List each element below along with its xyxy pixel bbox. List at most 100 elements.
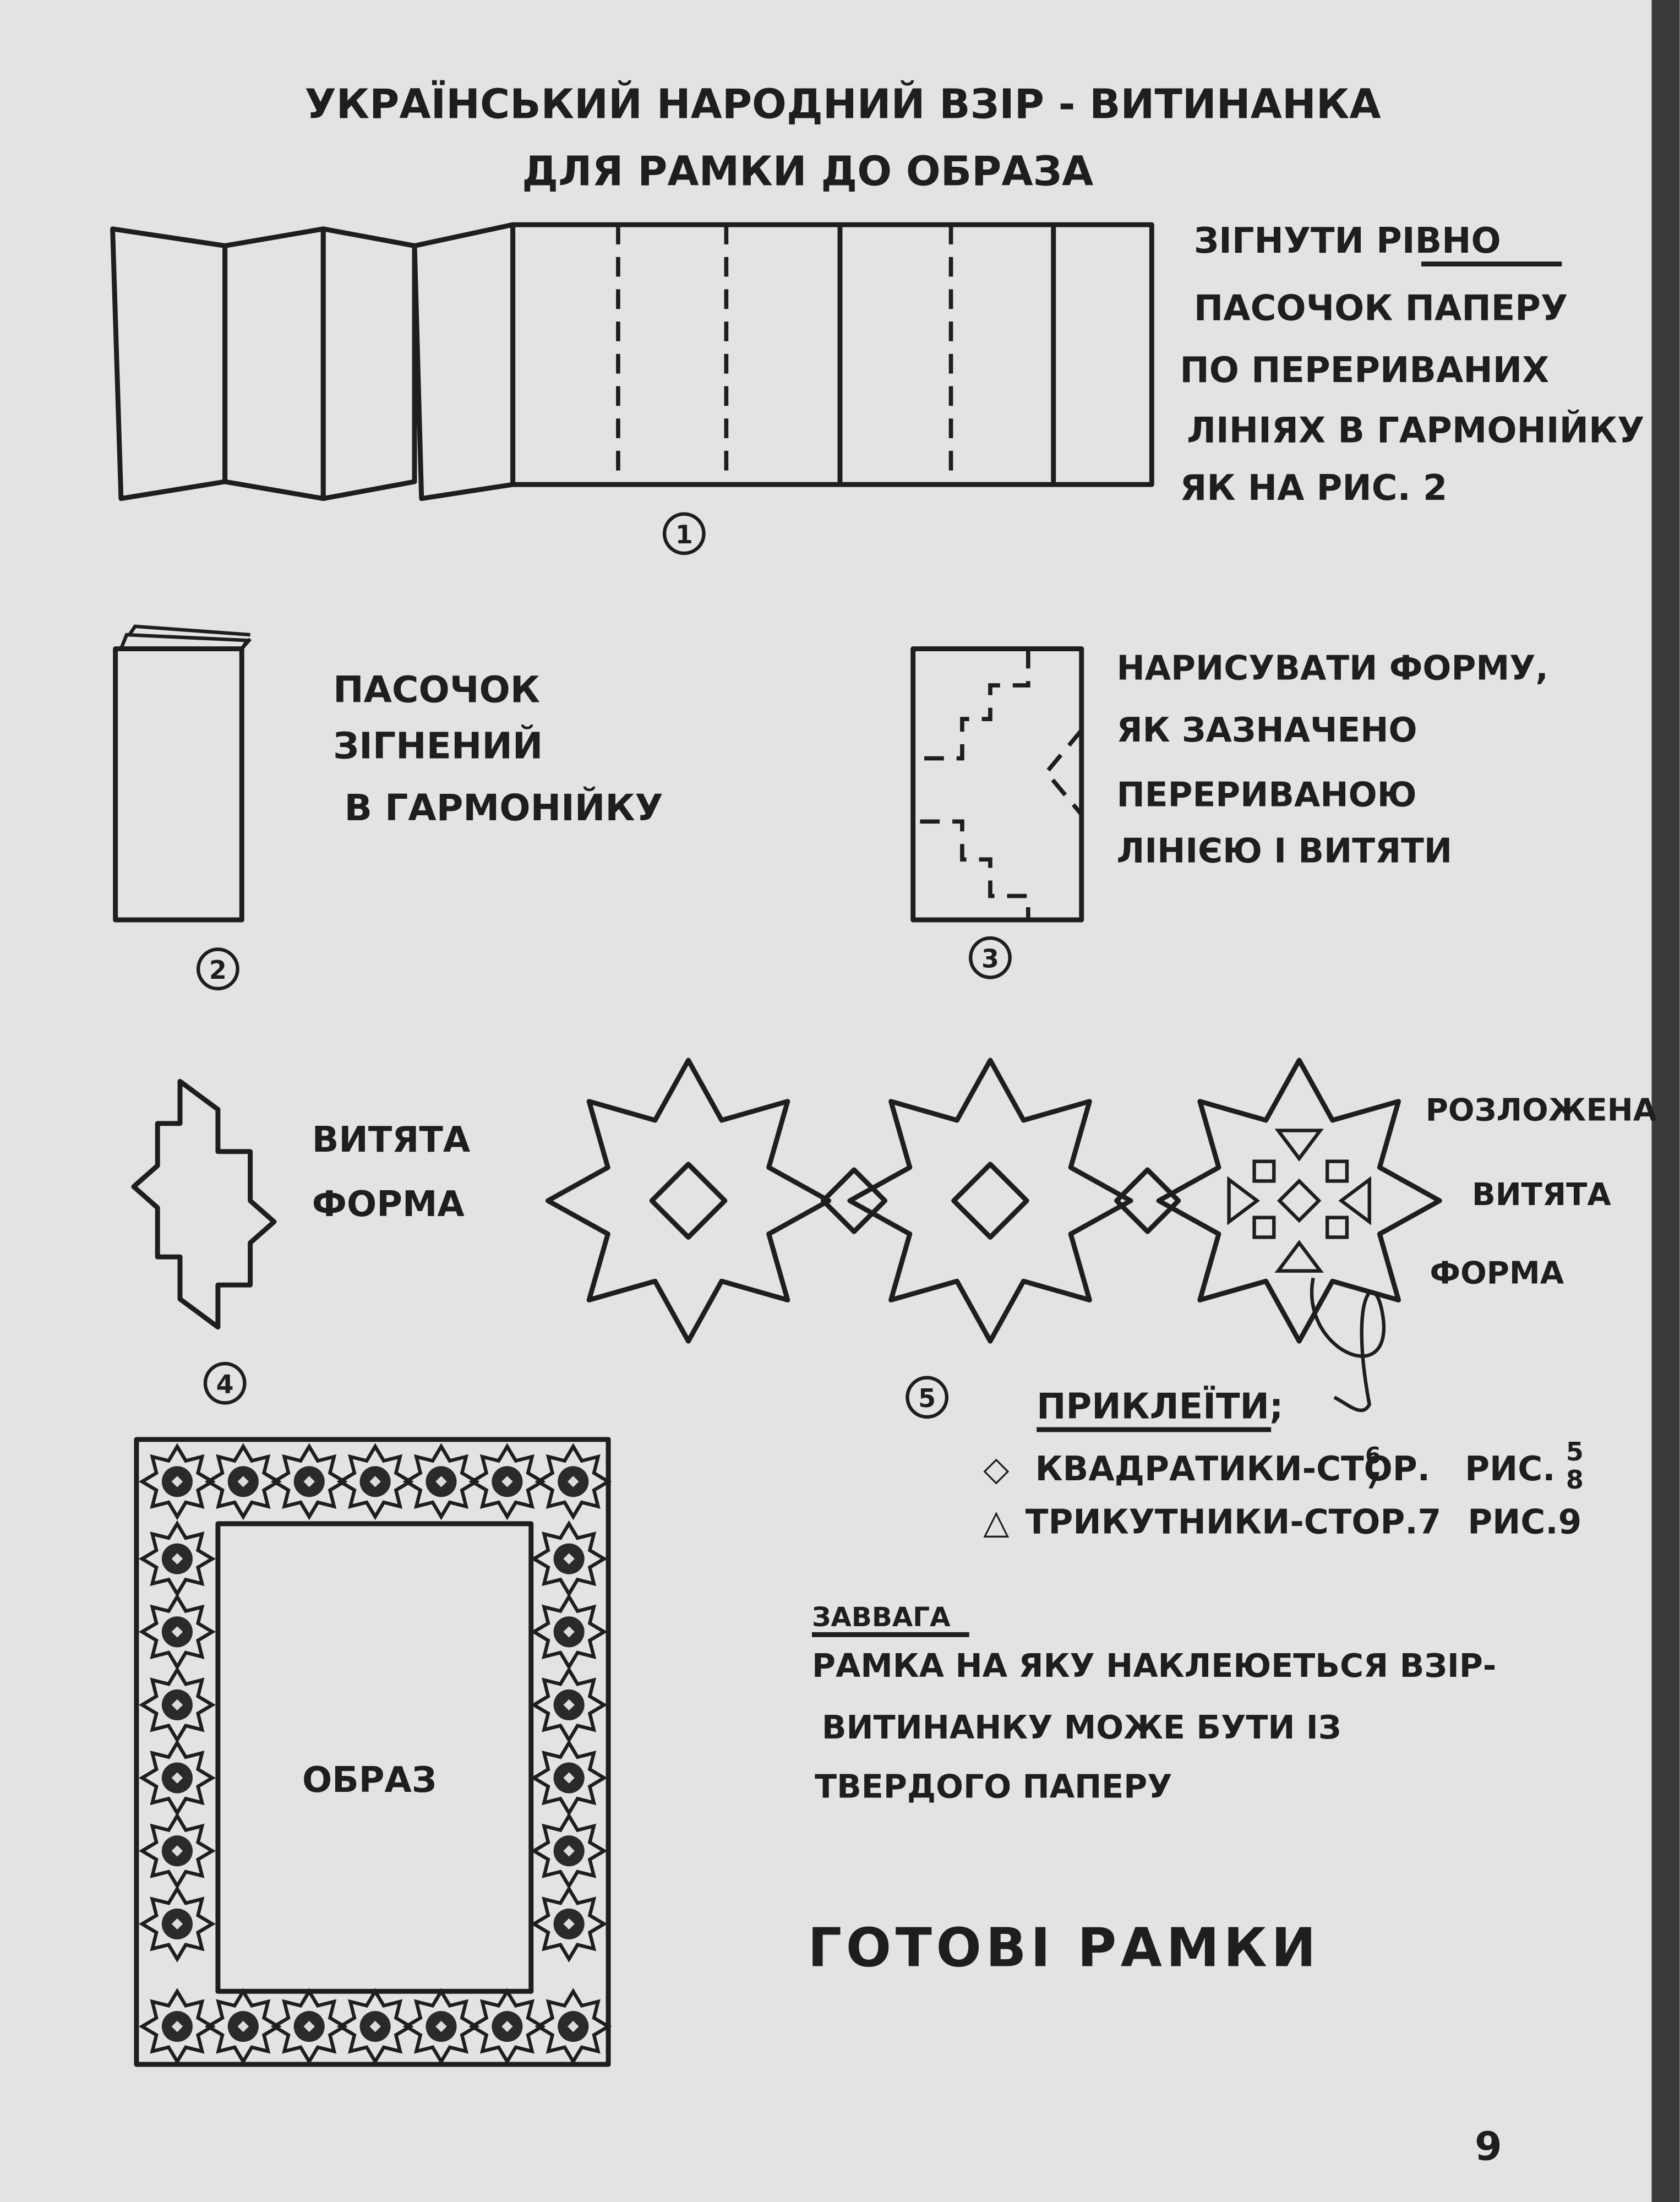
frame-star-ornament xyxy=(402,1988,480,2065)
figure-number-3: 3 xyxy=(969,936,1012,979)
page-edge-shadow xyxy=(1651,0,1680,2202)
step1-line: ПО ПЕРЕРИВАНИХ xyxy=(1180,350,1549,391)
diamond-cutout xyxy=(951,1162,1029,1240)
frame-star-ornament xyxy=(468,1443,546,1520)
frame-rosette-center xyxy=(171,1699,183,1711)
frame-rosette-center xyxy=(501,1476,513,1487)
frame-star-ornament xyxy=(336,1988,414,2065)
page-ref-bottom: 7 xyxy=(1365,1468,1381,1494)
figure-2-folded-strip xyxy=(113,624,252,923)
fig-ref-top: 5 xyxy=(1566,1437,1584,1467)
frame-star-ornament xyxy=(138,1988,216,2065)
figure-number: 4 xyxy=(216,1370,234,1399)
step5-line: РОЗЛОЖЕНА xyxy=(1426,1093,1657,1129)
frame-star-ornament xyxy=(336,1443,414,1520)
figure-number: 1 xyxy=(675,520,693,549)
frame-rosette-center xyxy=(563,1553,575,1565)
frame-rosette-center xyxy=(171,2020,183,2032)
step1-line: ЯК НА РИС. 2 xyxy=(1180,468,1447,509)
note-line: РАМКА НА ЯКУ НАКЛЕЮЕТЬСЯ ВЗІР- xyxy=(812,1647,1496,1685)
figure-number: 3 xyxy=(981,944,999,974)
star-cutout xyxy=(847,1058,1133,1344)
frame-rosette-center xyxy=(563,1699,575,1711)
frame-star-ornament xyxy=(138,1885,216,1963)
step5-line: ВИТЯТА xyxy=(1472,1177,1611,1213)
caption-ready-frames: ГОТОВІ РАМКИ xyxy=(808,1916,1320,1978)
frame-rosette-center xyxy=(237,1476,249,1487)
frame-rosette-center xyxy=(171,1476,183,1487)
frame-star-ornament xyxy=(468,1988,546,2065)
glue-item-squares: КВАДРАТИКИ-СТОР. xyxy=(1035,1449,1430,1489)
figure-number: 5 xyxy=(918,1383,936,1413)
figure-number-2: 2 xyxy=(196,947,239,991)
diamond-cutout xyxy=(820,1167,888,1234)
glue-item-triangle-symbol: △ xyxy=(983,1503,1009,1542)
title-line-2: ДЛЯ РАМКИ ДО ОБРАЗА xyxy=(522,148,1093,195)
fold-panel xyxy=(412,222,516,502)
glued-triangle xyxy=(1227,1176,1260,1225)
frame-rosette-center xyxy=(568,2020,579,2032)
frame-star-ornament xyxy=(270,1443,348,1520)
note-heading: ЗАВВАГА xyxy=(812,1602,951,1633)
frame-star-ornament xyxy=(534,1443,612,1520)
step2-line: ЗІГНЕНИЙ xyxy=(333,724,543,767)
page-number: 9 xyxy=(1475,2123,1502,2169)
page-ref-top: 6 xyxy=(1365,1442,1381,1469)
step2-line: ПАСОЧОК xyxy=(333,668,540,711)
frame-star-ornament xyxy=(402,1443,480,1520)
arrow-curve xyxy=(1310,1277,1386,1413)
frame-rosette-center xyxy=(171,1553,183,1565)
glued-triangle xyxy=(1274,1129,1324,1162)
frame-rosette-center xyxy=(303,1476,315,1487)
frame-rosette-center xyxy=(171,1772,183,1784)
title-line-1: УКРАЇНСЬКИЙ НАРОДНИЙ ВЗІР - ВИТИНАНКА xyxy=(305,79,1381,128)
circle-outline xyxy=(203,1361,247,1405)
glue-heading: ПРИКЛЕЇТИ; xyxy=(1037,1386,1283,1427)
frame-rosette-center xyxy=(563,1918,575,1930)
step3-line: ПЕРЕРИВАНОЮ xyxy=(1117,775,1417,814)
star-cutout xyxy=(1156,1058,1442,1344)
circle-outline xyxy=(662,512,706,555)
fig-ref-bottom: 8 xyxy=(1566,1465,1584,1495)
hatched-fold-panel xyxy=(110,226,228,502)
glued-square xyxy=(1277,1178,1322,1223)
frame-rosette-center xyxy=(563,1772,575,1784)
frame-rosette-center xyxy=(369,2020,381,2032)
step1-heading: ЗІГНУТИ РІВНО xyxy=(1194,221,1501,261)
step3-line: ЯК ЗАЗНАЧЕНО xyxy=(1117,711,1417,750)
note-line: ТВЕРДОГО ПАПЕРУ xyxy=(815,1768,1172,1805)
frame-rosette-center xyxy=(237,2020,249,2032)
frame-star-ornament xyxy=(204,1988,282,2065)
frame-rosette-center xyxy=(435,1476,447,1487)
figure-3-drawn-shape xyxy=(910,646,1084,923)
diamond-cutout xyxy=(649,1162,728,1240)
frame-rosette-center xyxy=(568,1476,579,1487)
step2-line: В ГАРМОНІЙКУ xyxy=(344,786,663,829)
figure-1-paper-strip xyxy=(110,222,1154,502)
glue-item-triangles: ТРИКУТНИКИ-СТОР.7 xyxy=(1026,1503,1441,1542)
frame-rosette-center xyxy=(171,1626,183,1638)
frame-rosette-center xyxy=(303,2020,315,2032)
frame-star-ornament xyxy=(138,1443,216,1520)
note-line: ВИТИНАНКУ МОЖЕ БУТИ ІЗ xyxy=(822,1709,1341,1746)
frame-rosette-center xyxy=(171,1845,183,1857)
hatched-fold-panel xyxy=(320,226,417,502)
figure-number-5: 5 xyxy=(906,1376,949,1419)
step5-line: ФОРМА xyxy=(1430,1256,1564,1291)
step3-line: НАРИСУВАТИ ФОРМУ, xyxy=(1117,649,1548,688)
step1-line: ПАСОЧОК ПАПЕРУ xyxy=(1194,288,1568,329)
unfolded-strip xyxy=(510,222,1154,487)
frame-label: ОБРАЗ xyxy=(302,1760,437,1801)
icon-frame-ornament xyxy=(134,1437,612,2067)
figure-5-unfolded-pattern xyxy=(545,1058,1442,1344)
circle-outline xyxy=(969,936,1012,979)
frame-rosette-center xyxy=(563,1626,575,1638)
glued-square xyxy=(1326,1159,1349,1183)
frame-rosette-center xyxy=(563,1845,575,1857)
fig-ref-9: РИС.9 xyxy=(1468,1503,1581,1542)
step4-line: ФОРМА xyxy=(312,1184,465,1225)
fold-panel xyxy=(222,226,326,502)
frame-rosette-center xyxy=(369,1476,381,1487)
